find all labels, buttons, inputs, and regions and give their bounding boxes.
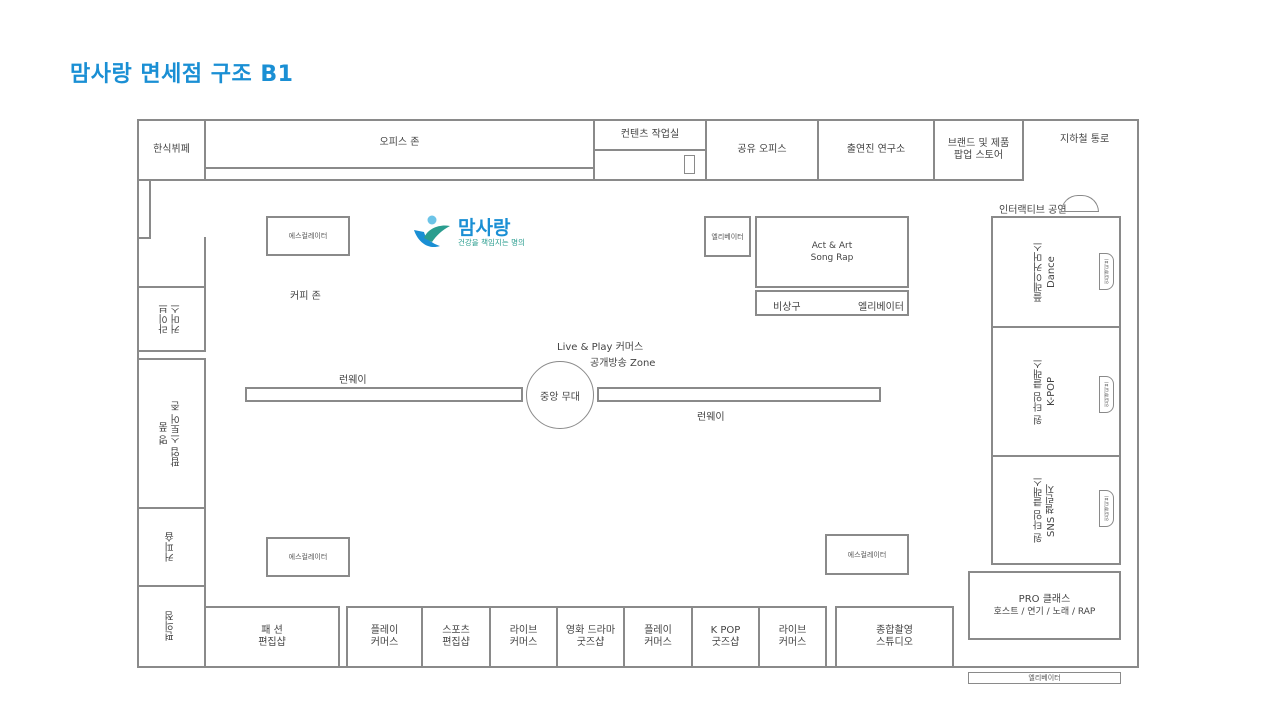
shop-live-commerce-2-label: 라이브 커머스 (778, 625, 807, 648)
brand-tagline: 건강을 책임지는 명의 (458, 238, 525, 247)
zone-pro-class[interactable] (968, 571, 1121, 640)
shop-play-commerce-1-label: 플레이 커머스 (370, 625, 399, 648)
elevator-right-label[interactable]: 엘리베이터 (858, 302, 904, 313)
zone-one-time-sns[interactable] (991, 455, 1121, 565)
runway-right-label: 런웨이 (697, 412, 725, 423)
zone-one-time-kpop-label: 원 타임 클래스 K-POP (1034, 358, 1057, 425)
zone-pro-class-label: PRO 클래스 호스트 / 연기 / 노래 / RAP (968, 571, 1121, 640)
zone-luxury-popup-label: 명 품 팝업 스토어 존 (159, 400, 183, 467)
brand-name: 맘사랑 (458, 217, 511, 239)
zone-content-studio-label: 컨텐츠 작업실 (620, 129, 680, 140)
zone-act-art[interactable] (755, 216, 909, 288)
elevator-small-label: 엘리베이터 (711, 232, 744, 241)
runway-right[interactable] (597, 387, 881, 402)
page-title: 맘사랑 면세점 구조 B1 (70, 62, 294, 87)
broadcast-zone-label: 공개방송 Zone (590, 358, 656, 369)
zone-play-commerce-dance-label: 플레이커머스 Dance (1034, 242, 1057, 302)
escalator-top-left[interactable] (266, 216, 350, 256)
left-pillar (137, 179, 151, 239)
interactive-badge-2[interactable]: 인터랙티브 (1099, 376, 1114, 413)
shop-kpop-goods-label: K POP 굿즈샵 (710, 625, 741, 648)
office-corridor (204, 167, 595, 181)
elevator-bottom[interactable] (968, 672, 1121, 684)
shop-sports-label: 스포츠 편집샵 (442, 625, 470, 648)
zone-photo-studio-label: 종합촬영 스튜디오 (876, 625, 913, 648)
shop-live-commerce-2[interactable] (758, 606, 827, 668)
zone-brand-popup-label: 브랜드 및 제품 팝업 스토어 (947, 138, 1010, 161)
shop-live-commerce-1-label: 라이브 커머스 (509, 625, 538, 648)
escalator-bottom-right-label: 에스컬레이터 (847, 550, 887, 559)
zone-live-commerce-left[interactable] (137, 286, 206, 352)
zone-korean-buffet-label: 한식뷔페 (153, 144, 190, 155)
left-wall-segment (204, 237, 206, 287)
exit-elevator-box (755, 290, 909, 316)
elevator-bottom-label: 엘리베이터 (1028, 674, 1061, 682)
pro-class-subtitle: 호스트 / 연기 / 노래 / RAP (993, 606, 1096, 617)
emergency-exit-label[interactable]: 비상구 (773, 302, 801, 313)
escalator-bottom-left-label: 에스컬레이터 (288, 553, 328, 561)
pro-class-title: PRO 클래스 (1018, 593, 1071, 605)
shop-movie-drama-goods-label: 영화 드라마 굿즈샵 (565, 625, 616, 648)
subway-passage-label: 지하철 통로 (1060, 134, 1110, 145)
brand-logo: 맘사랑 건강을 책임지는 명의 (412, 214, 525, 252)
zone-brand-popup[interactable] (933, 119, 1024, 181)
escalator-bottom-left[interactable] (266, 537, 350, 577)
escalator-bottom-right[interactable] (825, 534, 909, 575)
runway-left-label: 런웨이 (339, 375, 367, 386)
interactive-badge-3[interactable]: 인터랙티브 (1099, 490, 1114, 527)
brand-logo-icon (414, 215, 450, 248)
zone-live-commerce-left-label: 라이브 커머스 (159, 304, 183, 334)
live-play-label: Live & Play 커머스 (557, 342, 644, 353)
escalator-top-left-label: 에스컬레이터 (288, 232, 328, 240)
shop-fashion-label: 패 션 편집샵 (258, 625, 286, 648)
zone-coffee-shop-label: 커피숍 (165, 532, 177, 562)
elevator-small[interactable] (704, 216, 751, 257)
zone-act-art-label: Act & Art Song Rap (810, 241, 854, 263)
door-icon (684, 155, 695, 174)
zone-one-time-sns-label: 원 타임 클래스 SNS 챌린지 (1034, 476, 1057, 544)
interactive-badge-1[interactable]: 인터랙티브 (1099, 253, 1114, 290)
central-stage[interactable]: 중앙 무대 (526, 361, 594, 429)
zone-convenience-store-label: 편의점 (165, 611, 177, 642)
zone-cast-lab-label: 출연진 연구소 (846, 144, 906, 155)
interactive-show-label: 인터랙티브 공연 (999, 205, 1067, 216)
coffee-zone-label: 커피 존 (290, 291, 321, 302)
zone-shared-office-label: 공유 오피스 (737, 144, 787, 155)
zone-photo-studio[interactable] (835, 606, 954, 668)
shop-play-commerce-2-label: 플레이 커머스 (644, 625, 672, 648)
zone-office-label: 오피스 존 (379, 137, 420, 148)
runway-left[interactable] (245, 387, 523, 402)
shop-fashion[interactable] (204, 606, 340, 668)
